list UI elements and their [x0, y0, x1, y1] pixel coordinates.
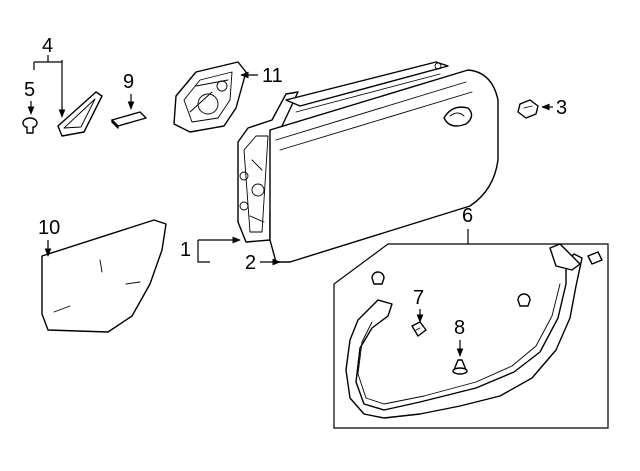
- callout-7: 7: [413, 287, 424, 323]
- callout-1: 1: [180, 236, 241, 263]
- callout-2: 2: [245, 252, 281, 274]
- callout-5: 5: [24, 79, 35, 115]
- callout-7-label: 7: [413, 287, 424, 309]
- callout-5-label: 5: [24, 79, 35, 101]
- part-4-corner-garnish: [57, 91, 103, 137]
- callout-11-label: 11: [262, 65, 283, 87]
- callout-3-label: 3: [556, 97, 567, 119]
- callout-8: 8: [454, 317, 465, 357]
- part-9-cushion: [111, 111, 147, 129]
- part-6-weatherstrip-box: [333, 243, 609, 429]
- part-7-clip: [411, 321, 427, 337]
- callout-1-label: 1: [180, 239, 191, 261]
- callout-11: 11: [240, 65, 283, 87]
- part-2-outer-panel: [269, 69, 499, 263]
- callout-2-label: 2: [245, 252, 256, 274]
- part-8-retainer: [452, 359, 468, 375]
- part-5-clip: [22, 117, 38, 134]
- callout-10: 10: [38, 217, 60, 257]
- part-11-door-lock: [173, 61, 247, 133]
- part-3-bolt: [517, 99, 539, 119]
- callout-6: 6: [462, 205, 473, 244]
- callout-9-label: 9: [123, 71, 134, 93]
- callout-9: 9: [123, 71, 135, 110]
- callout-6-label: 6: [462, 205, 473, 227]
- callout-4-label: 4: [42, 35, 53, 57]
- callout-3: 3: [541, 97, 567, 119]
- callout-8-label: 8: [454, 317, 465, 339]
- callout-10-label: 10: [38, 217, 60, 239]
- callout-4: 4: [33, 35, 66, 118]
- part-10-seal-cover: [41, 219, 167, 333]
